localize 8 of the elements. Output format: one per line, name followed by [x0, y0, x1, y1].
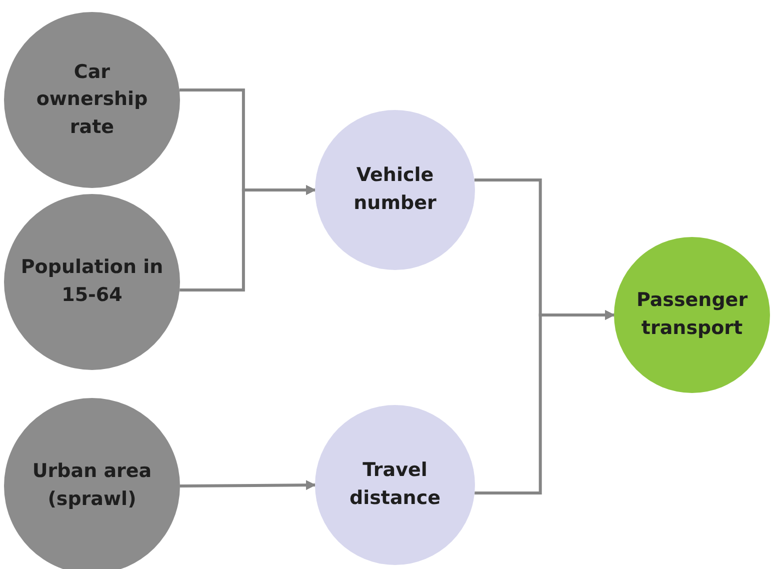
node-label: Travel distance: [348, 458, 442, 511]
node-label: Car ownership rate: [35, 60, 149, 140]
node-label: Vehicle number: [352, 163, 438, 216]
arrow: [180, 480, 316, 490]
node-label: Passenger transport: [635, 288, 749, 341]
node-label: Population in 15-64: [20, 255, 164, 308]
arrow: [180, 185, 316, 292]
node-label: Urban area (sprawl): [31, 459, 153, 512]
